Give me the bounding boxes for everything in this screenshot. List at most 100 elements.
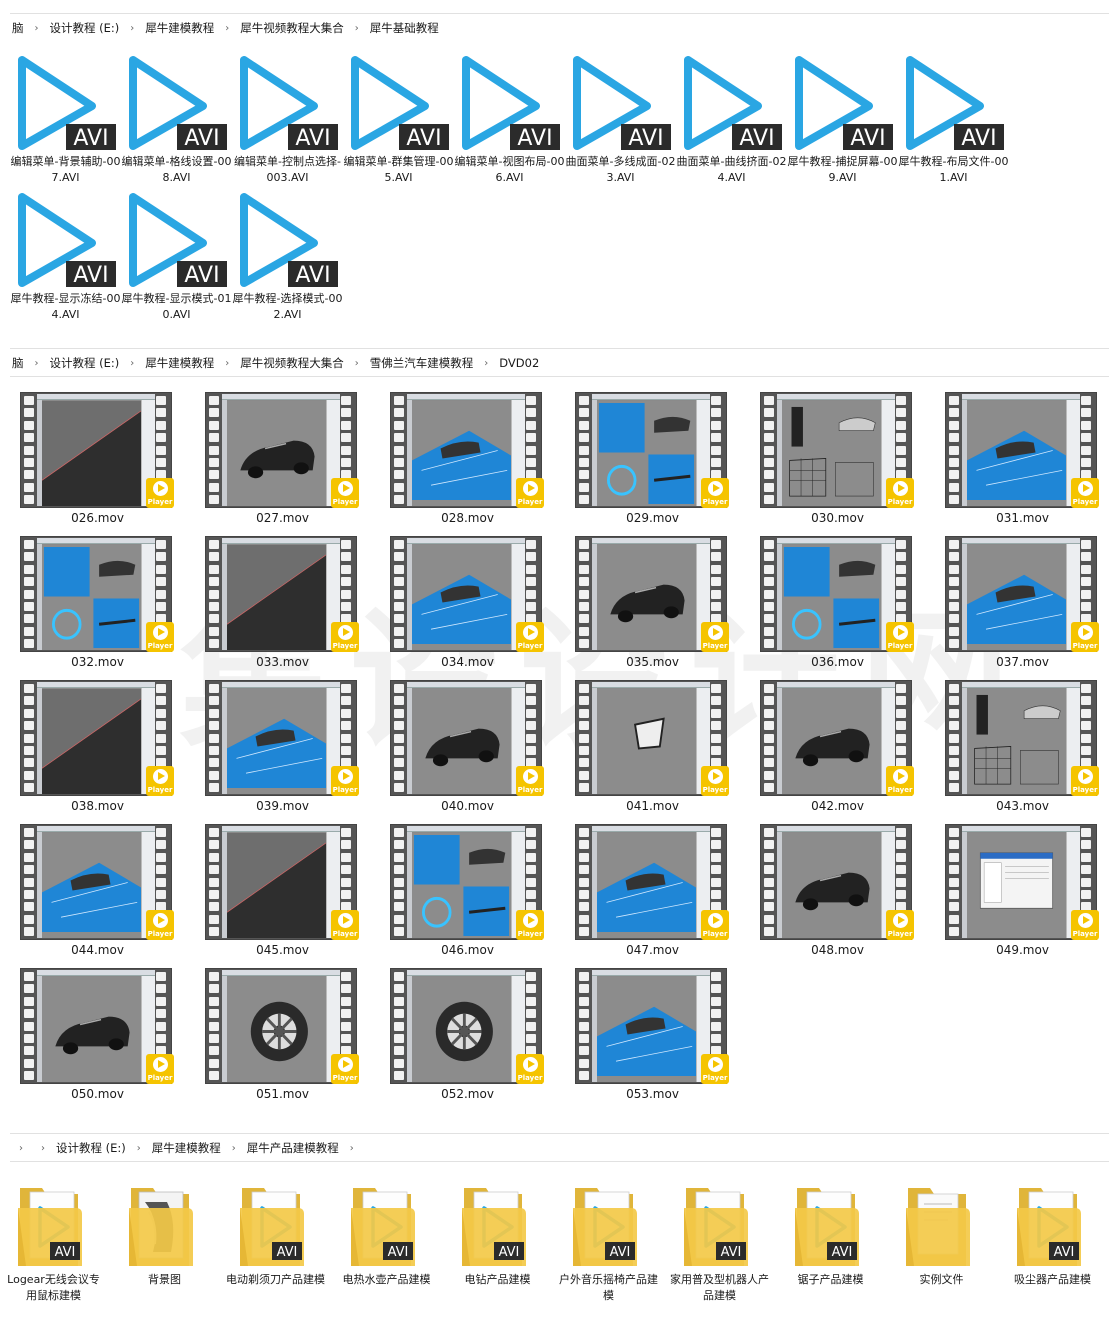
avi-play-icon: AVI xyxy=(573,56,671,151)
player-badge-icon: Player xyxy=(1071,622,1099,652)
video-frame xyxy=(407,970,525,1082)
film-sprockets xyxy=(949,684,961,792)
breadcrumb-item[interactable]: 脑 xyxy=(12,21,24,35)
breadcrumb: 脑›设计教程 (E:)›犀牛建模教程›犀牛视频教程大集合›犀牛基础教程 xyxy=(10,17,1109,39)
file-name: 032.mov xyxy=(71,655,124,669)
breadcrumb-item[interactable]: DVD02 xyxy=(499,356,540,370)
chevron-right-icon: › xyxy=(225,22,230,34)
file-name: 040.mov xyxy=(441,799,494,813)
mov-file-tile[interactable]: Player 040.mov xyxy=(380,678,565,822)
breadcrumb-item[interactable]: 犀牛产品建模教程 xyxy=(246,1141,339,1155)
avi-play-icon: AVI xyxy=(18,193,116,288)
breadcrumb-item[interactable]: 设计教程 (E:) xyxy=(49,21,120,35)
player-badge-text: Player xyxy=(517,786,543,794)
breadcrumb-item[interactable]: 犀牛视频教程大集合 xyxy=(240,356,344,370)
player-badge-text: Player xyxy=(887,930,913,938)
film-sprockets xyxy=(394,972,406,1080)
player-badge-text: Player xyxy=(147,786,173,794)
breadcrumb-item[interactable]: 雪佛兰汽车建模教程 xyxy=(369,356,474,370)
folder-icon: AVI xyxy=(18,1188,82,1266)
avi-file-tile[interactable]: AVI 犀牛教程-布局文件-001.AVI xyxy=(898,52,1009,189)
avi-badge-text: AVI xyxy=(832,1245,853,1260)
file-name: 犀牛教程-布局文件-001.AVI xyxy=(898,155,1009,184)
breadcrumb-item[interactable]: 脑 xyxy=(12,356,24,370)
player-badge-icon: Player xyxy=(516,1054,544,1084)
player-badge-text: Player xyxy=(147,642,173,650)
video-frame xyxy=(407,394,525,506)
breadcrumb-item[interactable]: 犀牛建模教程 xyxy=(145,21,215,35)
video-frame xyxy=(407,682,525,794)
folder-tile[interactable]: 实例文件 xyxy=(898,1182,1009,1322)
breadcrumb-item[interactable]: 犀牛建模教程 xyxy=(145,356,215,370)
file-name: 045.mov xyxy=(256,943,309,957)
avi-badge-text: AVI xyxy=(73,263,108,288)
video-thumbnail xyxy=(20,536,172,652)
player-badge-text: Player xyxy=(887,642,913,650)
player-badge-text: Player xyxy=(1072,930,1098,938)
folder-name: 电动剃须刀产品建模 xyxy=(226,1273,325,1286)
mov-file-tile[interactable]: Player 032.mov xyxy=(10,534,195,678)
folder-icon: AVI xyxy=(795,1188,859,1266)
breadcrumb-item[interactable]: 犀牛视频教程大集合 xyxy=(240,21,344,35)
avi-play-icon: AVI xyxy=(129,56,227,151)
folder-name: 实例文件 xyxy=(919,1273,964,1286)
breadcrumb-item[interactable]: 设计教程 (E:) xyxy=(56,1141,126,1155)
video-frame xyxy=(37,826,155,938)
avi-badge-text: AVI xyxy=(295,126,330,151)
film-sprockets xyxy=(949,828,961,936)
player-badge-text: Player xyxy=(517,642,543,650)
avi-badge-text: AVI xyxy=(961,126,996,151)
breadcrumb-item[interactable]: 犀牛建模教程 xyxy=(151,1141,221,1155)
file-name: 犀牛教程-显示模式-010.AVI xyxy=(121,292,232,321)
breadcrumb-item[interactable]: 犀牛基础教程 xyxy=(369,21,439,35)
avi-play-icon: AVI xyxy=(240,56,338,151)
folder-tile[interactable]: 背景图 xyxy=(121,1182,232,1322)
breadcrumb-item[interactable]: 设计教程 (E:) xyxy=(49,356,120,370)
